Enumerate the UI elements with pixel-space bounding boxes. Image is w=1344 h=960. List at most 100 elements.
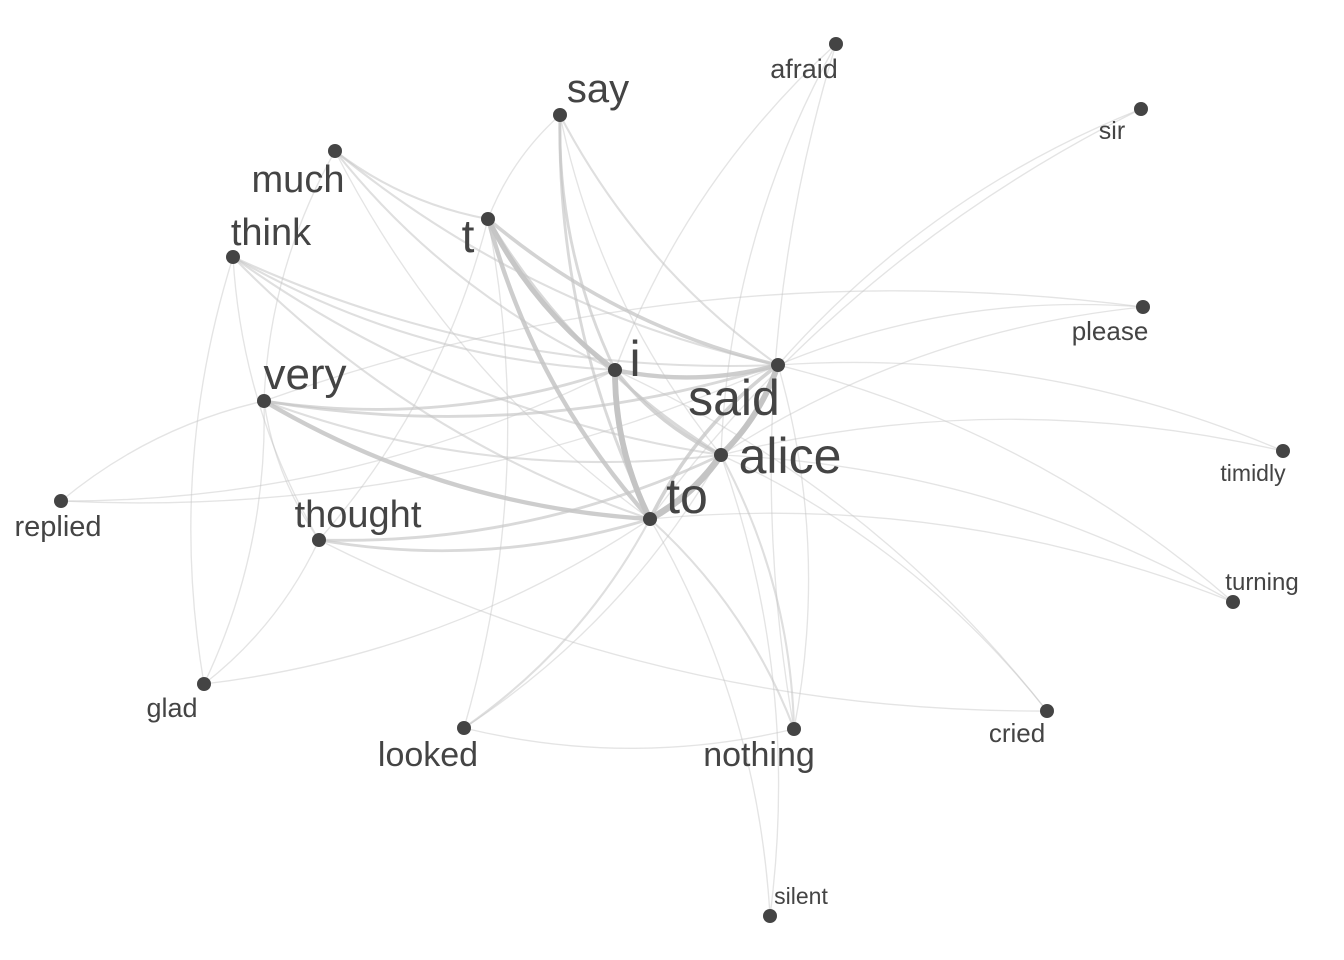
node-nothing (787, 722, 801, 736)
edge-very-to (261, 398, 653, 522)
node-label-timidly: timidly (1220, 460, 1286, 486)
node-think (226, 250, 240, 264)
edge-glad-very (203, 400, 265, 685)
edge-glad-to (203, 518, 651, 685)
edge-think-to (231, 255, 652, 521)
edge-turning-to (649, 512, 1234, 603)
edge-think-glad (190, 256, 234, 685)
node-label-replied: replied (14, 511, 101, 543)
edge-afraid-nothing (770, 43, 837, 730)
edge-say-alice (559, 114, 722, 456)
node-label-said: said (688, 370, 780, 426)
edge-cried-alice (720, 454, 1048, 712)
edge-thought-alice (317, 453, 723, 542)
edge-looked-to (462, 517, 652, 730)
node-glad (197, 677, 211, 691)
node-label-much: much (252, 159, 345, 201)
node-timidly (1276, 444, 1290, 458)
edge-think-alice (231, 255, 723, 457)
edge-looked-t (463, 218, 509, 729)
edge-much-i (333, 149, 617, 372)
node-label-to: to (666, 468, 708, 524)
node-replied (54, 494, 68, 508)
node-label-silent: silent (774, 883, 828, 909)
edge-cried-i (614, 369, 1048, 712)
node-label-alice: alice (739, 428, 842, 484)
node-label-cried: cried (989, 718, 1045, 748)
node-turning (1226, 595, 1240, 609)
edge-much-to (334, 150, 651, 520)
edge-to-alice (646, 451, 725, 523)
edge-glad-thought (203, 539, 320, 685)
node-sir (1134, 102, 1148, 116)
edge-very-replied (60, 400, 265, 502)
node-very (257, 394, 271, 408)
edge-much-very (263, 150, 336, 402)
node-label-turning: turning (1225, 569, 1298, 596)
node-label-afraid: afraid (770, 54, 838, 84)
edge-i-alice (613, 368, 723, 457)
edge-t-i (485, 216, 618, 373)
node-label-looked: looked (378, 736, 478, 774)
node-said (771, 358, 785, 372)
node-label-thought: thought (295, 494, 422, 536)
edge-thought-to (317, 517, 652, 553)
edge-afraid-alice (720, 43, 837, 456)
edge-t-said (486, 217, 780, 367)
edge-i-to (612, 367, 653, 522)
node-label-i: i (629, 331, 640, 387)
node-label-please: please (1072, 316, 1149, 346)
node-t (481, 212, 495, 226)
edge-alice-said (718, 362, 781, 458)
node-to (643, 512, 657, 526)
edges-layer (60, 43, 1284, 917)
node-label-say: say (567, 67, 629, 111)
edge-sir-said (777, 108, 1142, 366)
node-label-nothing: nothing (703, 736, 815, 774)
edge-say-said (558, 113, 780, 367)
node-looked (457, 721, 471, 735)
edge-please-said (777, 303, 1144, 366)
edge-replied-i (60, 369, 616, 502)
edge-silent-to (649, 518, 771, 917)
node-please (1136, 300, 1150, 314)
edge-timidly-said (777, 361, 1284, 452)
edge-looked-alice (463, 454, 722, 729)
edge-nothing-said (777, 364, 810, 730)
nodes-layer (54, 37, 1290, 923)
edge-thought-t (318, 218, 489, 541)
edge-turning-said (777, 364, 1234, 603)
edge-please-alice (720, 306, 1144, 456)
edge-very-thought (263, 400, 320, 541)
edge-i-said (612, 362, 781, 380)
node-label-t: t (462, 210, 475, 262)
node-label-sir: sir (1099, 117, 1125, 145)
edge-said-to (648, 363, 780, 521)
edge-timidly-alice (720, 418, 1284, 456)
edge-thought-cried (318, 539, 1048, 712)
node-afraid (829, 37, 843, 51)
node-silent (763, 909, 777, 923)
edge-looked-nothing (463, 727, 795, 749)
node-alice (714, 448, 728, 462)
edge-think-i (231, 255, 617, 372)
edge-think-said (231, 255, 780, 368)
edge-very-said (262, 363, 780, 418)
node-much (328, 144, 342, 158)
node-i (608, 363, 622, 377)
node-label-think: think (231, 212, 312, 254)
edge-say-t (487, 114, 561, 220)
edge-please-very (263, 290, 1144, 402)
node-thought (312, 533, 326, 547)
edge-t-to (485, 216, 653, 522)
edge-very-alice (262, 399, 723, 464)
node-cried (1040, 704, 1054, 718)
edge-nothing-to (648, 517, 796, 731)
node-say (553, 108, 567, 122)
edge-much-t (333, 149, 490, 221)
node-label-very: very (263, 350, 346, 399)
node-label-glad: glad (146, 693, 197, 723)
